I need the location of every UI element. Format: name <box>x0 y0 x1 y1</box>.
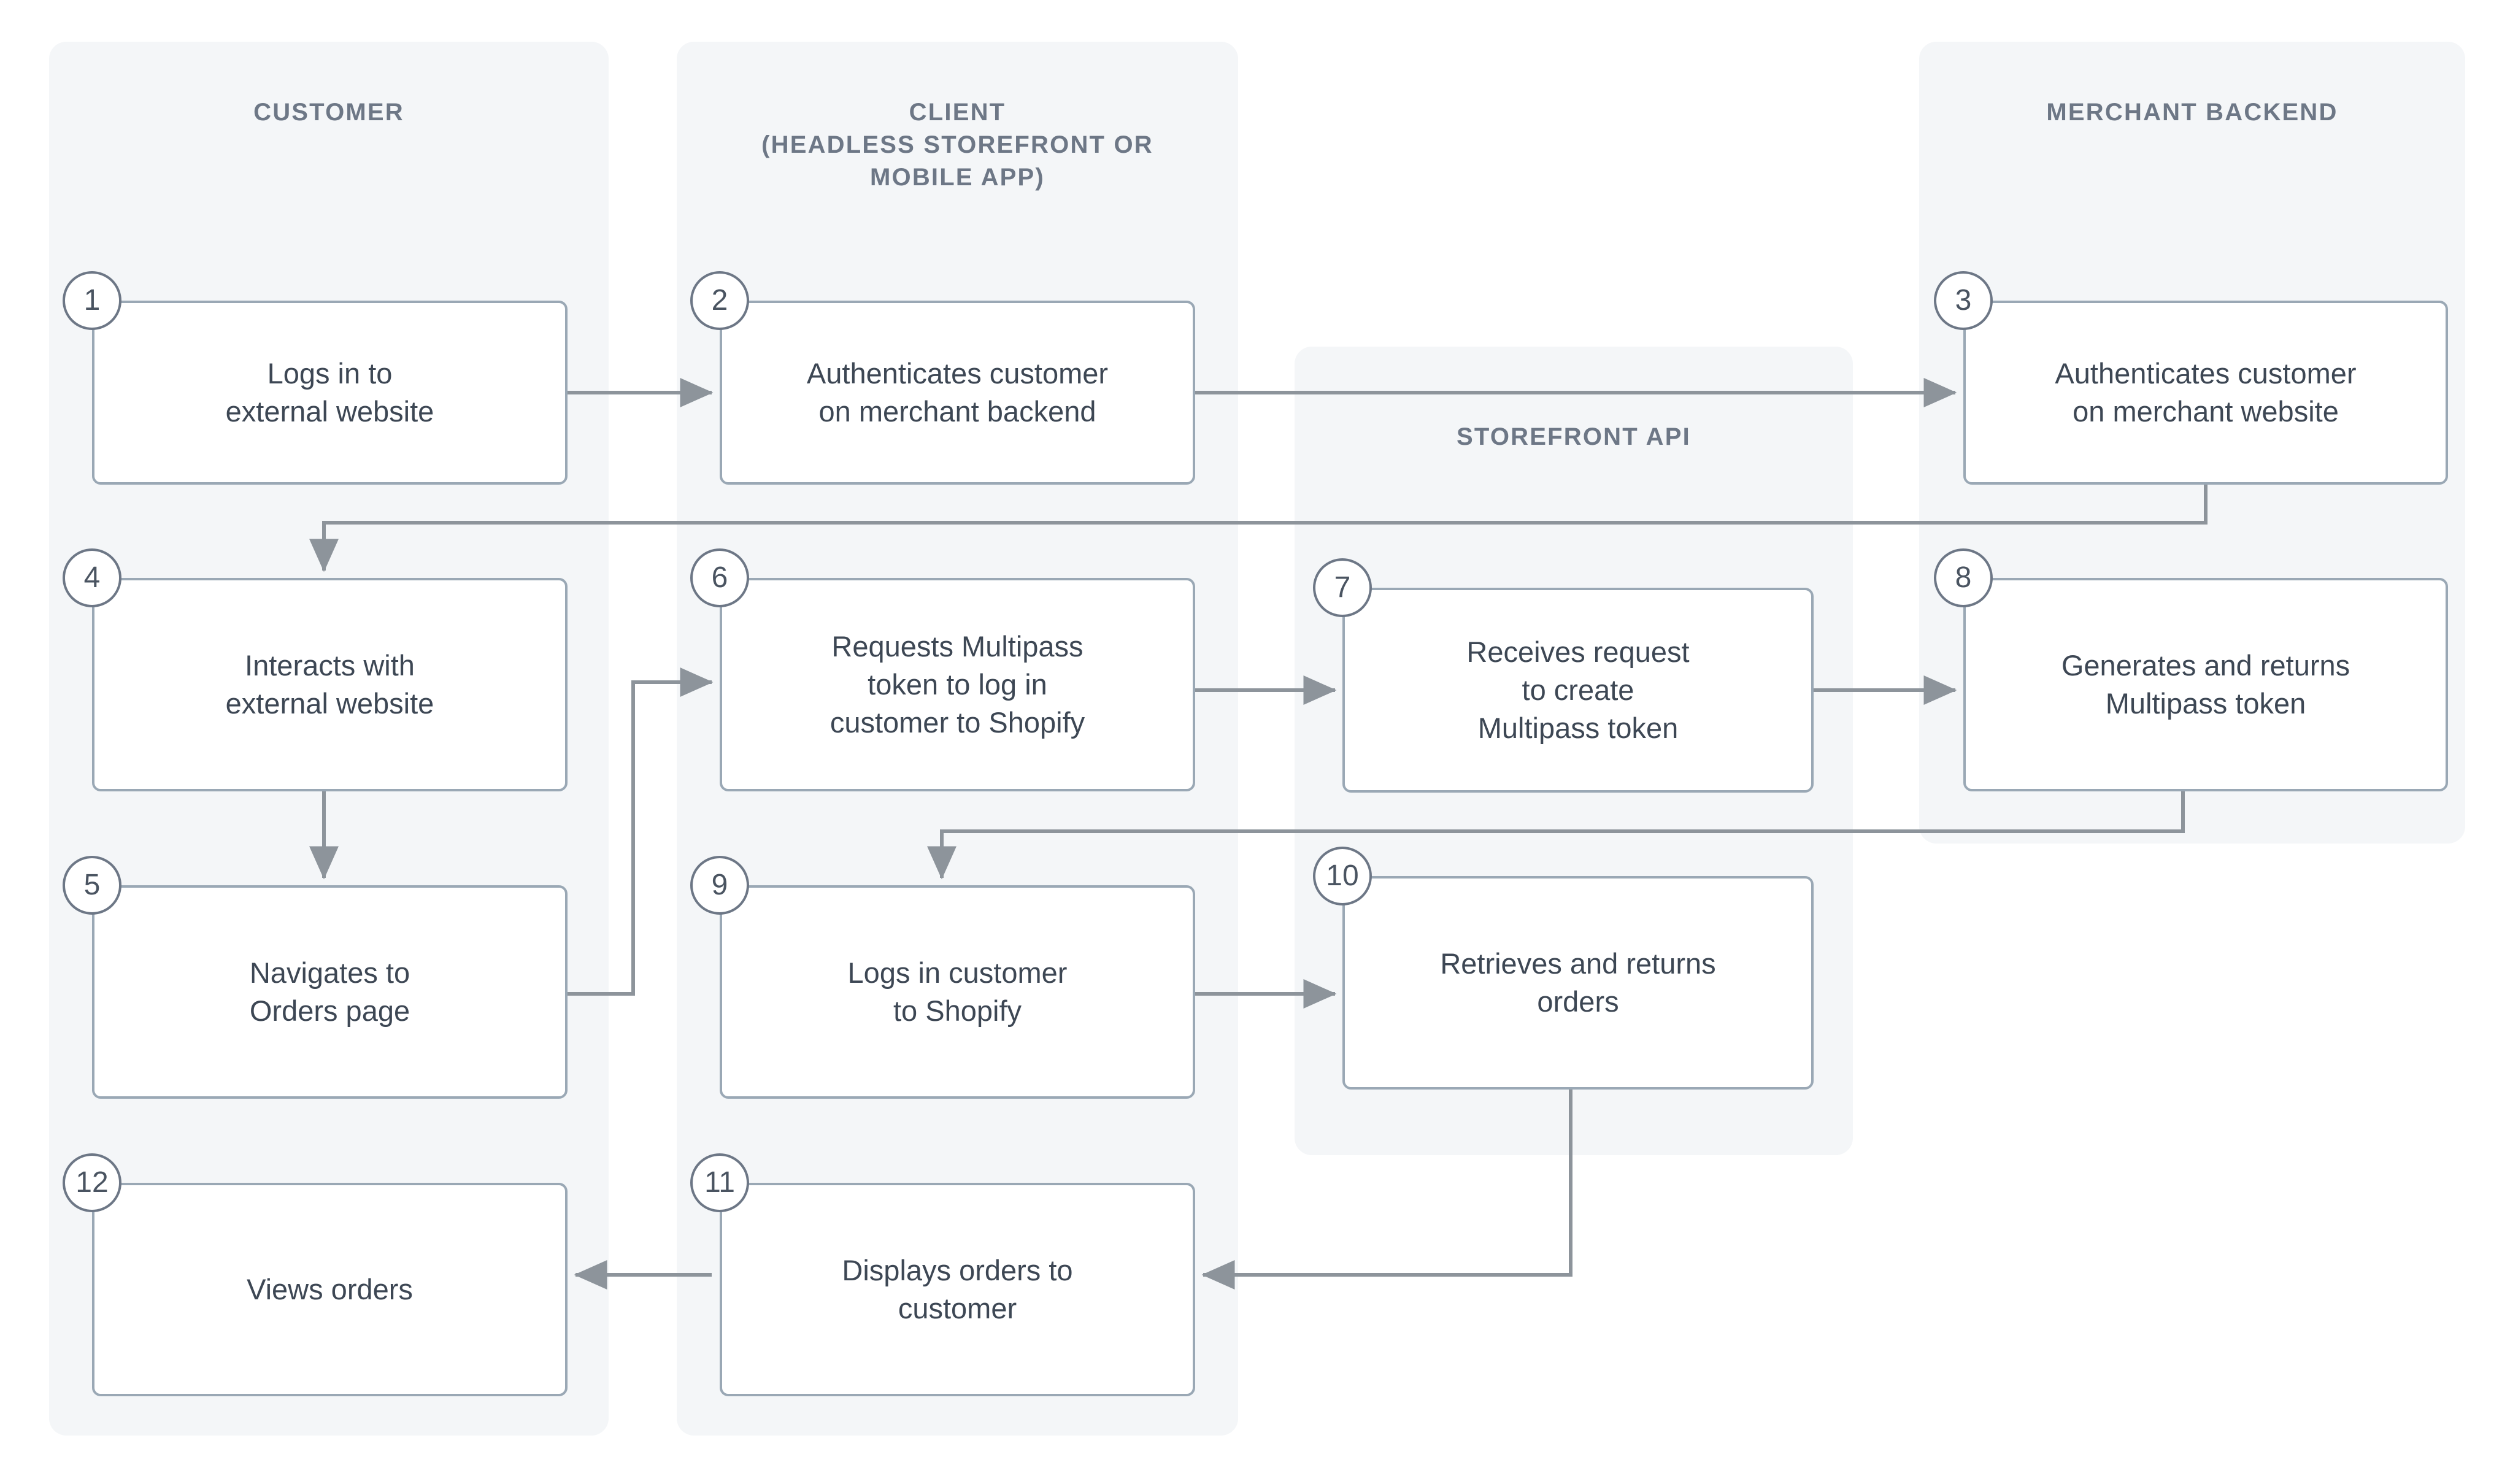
step-badge: 3 <box>1934 271 1993 330</box>
step-badge: 12 <box>63 1153 121 1212</box>
step-node[interactable]: Generates and returns Multipass token <box>1963 578 2448 791</box>
step-badge: 4 <box>63 548 121 607</box>
step-badge: 1 <box>63 271 121 330</box>
step-badge: 7 <box>1313 558 1372 617</box>
step-node[interactable]: Logs in customer to Shopify <box>720 885 1195 1099</box>
step-badge: 8 <box>1934 548 1993 607</box>
step-node[interactable]: Interacts with external website <box>92 578 568 791</box>
lane-title-customer: CUSTOMER <box>253 99 404 126</box>
step-node[interactable]: Navigates to Orders page <box>92 885 568 1099</box>
step-node[interactable]: Retrieves and returns orders <box>1342 876 1814 1090</box>
step-badge: 10 <box>1313 847 1372 905</box>
step-badge: 6 <box>690 548 749 607</box>
step-node[interactable]: Requests Multipass token to log in custo… <box>720 578 1195 791</box>
lane-title-storefront-api: STOREFRONT API <box>1457 423 1691 450</box>
lane-title-client: CLIENT (HEADLESS STOREFRONT OR MOBILE AP… <box>761 99 1153 191</box>
step-node[interactable]: Displays orders to customer <box>720 1183 1195 1396</box>
step-badge: 2 <box>690 271 749 330</box>
lane-title-merchant-backend: MERCHANT BACKEND <box>2046 99 2338 126</box>
step-node[interactable]: Authenticates customer on merchant websi… <box>1963 301 2448 485</box>
step-badge: 11 <box>690 1153 749 1212</box>
step-node[interactable]: Logs in to external website <box>92 301 568 485</box>
step-node[interactable]: Authenticates customer on merchant backe… <box>720 301 1195 485</box>
step-badge: 5 <box>63 856 121 915</box>
step-badge: 9 <box>690 856 749 915</box>
step-node[interactable]: Views orders <box>92 1183 568 1396</box>
step-node[interactable]: Receives request to create Multipass tok… <box>1342 588 1814 793</box>
